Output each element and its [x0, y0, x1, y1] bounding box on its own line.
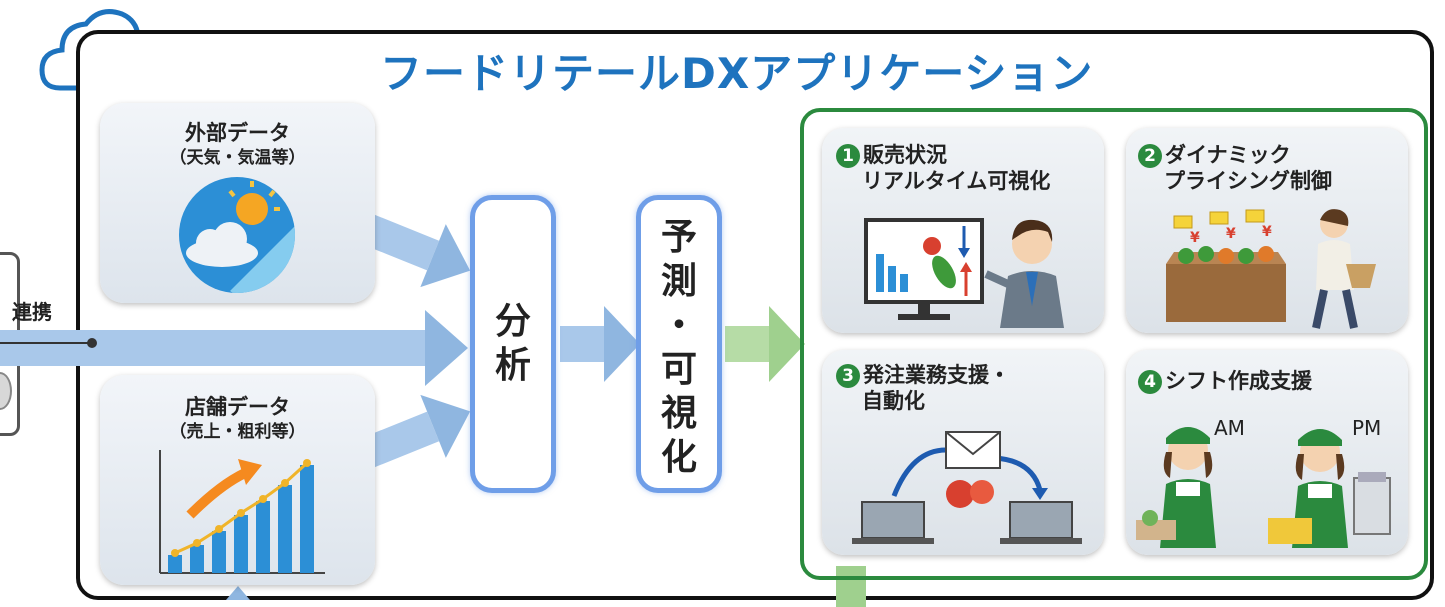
dynamic-pricing-icon: ¥ ¥ ¥	[1166, 209, 1376, 329]
feature-4-line-1: シフト作成支援	[1165, 369, 1312, 393]
forecast-char: ・	[660, 305, 697, 346]
analysis-arrow-body	[560, 326, 605, 362]
link-dot	[87, 338, 97, 348]
feature-1-number: 1	[836, 144, 860, 168]
page-title: フードリテールDXアプリケーション	[380, 49, 1094, 98]
shift-pm-label: PM	[1352, 416, 1382, 440]
features-frame	[800, 108, 1428, 580]
external-data-title: 外部データ	[185, 121, 290, 145]
weather-icon	[179, 177, 295, 293]
external-data-card: 外部データ （天気・気温等）	[100, 103, 375, 303]
forecast-box: 予 測 ・ 可 視 化	[636, 195, 722, 493]
analysis-char: 析	[494, 345, 531, 386]
feature-2-line-2: プライシング制御	[1164, 169, 1332, 193]
order-automation-icon	[852, 431, 1082, 544]
store-data-title: 店舗データ	[185, 395, 290, 419]
svg-text:¥: ¥	[1190, 230, 1200, 246]
store-data-subtitle: （売上・粗利等）	[169, 422, 306, 442]
svg-text:¥: ¥	[1226, 226, 1236, 242]
forecast-char: 測	[660, 261, 697, 302]
feature-2-line-1: ダイナミック	[1165, 143, 1291, 167]
store-data-card: 店舗データ （売上・粗利等）	[100, 375, 375, 585]
link-arrow-body	[0, 330, 425, 366]
forecast-char: 視	[660, 393, 697, 434]
link-label: 連携	[12, 300, 52, 324]
feature-3-line-1: 発注業務支援・	[863, 363, 1010, 387]
output-arrow-body	[725, 326, 770, 362]
feature-1-line-2: リアルタイム可視化	[862, 169, 1051, 193]
bottom-green-connector	[836, 566, 866, 607]
forecast-char: 化	[660, 437, 697, 478]
feature-3-number: 3	[836, 364, 860, 388]
forecast-char: 予	[660, 217, 697, 258]
analysis-box: 分 析	[470, 195, 556, 493]
feature-2-number: 2	[1138, 144, 1162, 168]
shift-am-label: AM	[1214, 416, 1245, 440]
forecast-char: 可	[660, 349, 697, 390]
sales-chart-icon	[159, 450, 325, 574]
analysis-arrow-head	[604, 306, 640, 382]
svg-text:¥: ¥	[1262, 224, 1272, 240]
link-arrow-head	[425, 310, 468, 386]
feature-3-line-2: 自動化	[862, 389, 925, 413]
store-input-arrow	[226, 586, 250, 600]
shift-staff-icon	[1136, 427, 1391, 548]
external-data-subtitle: （天気・気温等）	[169, 148, 306, 168]
monitor-presenter-icon	[864, 218, 1064, 328]
feature-1-line-1: 販売状況	[863, 143, 947, 167]
output-arrow-head	[769, 306, 805, 382]
analysis-char: 分	[494, 301, 531, 342]
feature-4-number: 4	[1138, 370, 1162, 394]
